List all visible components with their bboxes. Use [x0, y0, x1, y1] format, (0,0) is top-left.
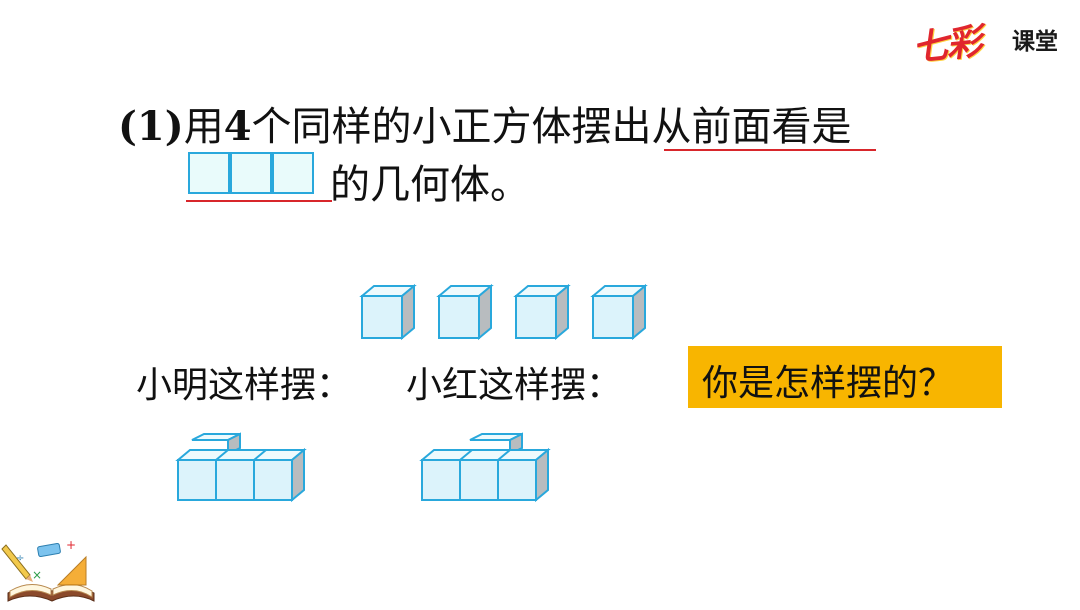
- question-line-1: (1)用4个同样的小正方体摆出从前面看是: [118, 94, 852, 152]
- svg-text:÷: ÷: [16, 553, 24, 564]
- svg-text:×: ×: [32, 568, 42, 582]
- question-line-2: 的几何体。: [330, 162, 530, 208]
- ask-box: 你是怎样摆的？: [688, 346, 1002, 408]
- xiaoming-arrangement: [175, 432, 307, 503]
- xiaohong-arrangement: [419, 432, 551, 503]
- highlight-underline: [664, 149, 876, 151]
- logo: 七彩 课堂: [910, 8, 1077, 70]
- logo-name: 课堂: [1012, 29, 1058, 55]
- front-view-square: [230, 152, 272, 194]
- four-cubes: [361, 285, 646, 339]
- question-count: 4: [223, 103, 252, 150]
- question-highlight: 从前面看是: [651, 104, 852, 150]
- front-view-underline: [186, 200, 332, 202]
- front-view-square: [188, 152, 230, 194]
- cube: [361, 285, 415, 339]
- logo-brand: 七彩: [910, 20, 983, 70]
- xiaohong-label: 小红这样摆：: [406, 365, 623, 406]
- question-text-a: 用: [183, 104, 224, 150]
- cube: [515, 285, 569, 339]
- cube: [592, 285, 646, 339]
- ask-text: 你是怎样摆的？: [702, 363, 955, 404]
- xiaoming-label: 小明这样摆：: [136, 365, 353, 406]
- question-text-b: 个同样的小正方体摆出: [251, 104, 652, 150]
- svg-text:+: +: [66, 538, 76, 552]
- book-illustration: + × ÷: [1, 538, 95, 602]
- question-number: (1): [118, 103, 184, 150]
- cube: [438, 285, 492, 339]
- front-view-square: [272, 152, 314, 194]
